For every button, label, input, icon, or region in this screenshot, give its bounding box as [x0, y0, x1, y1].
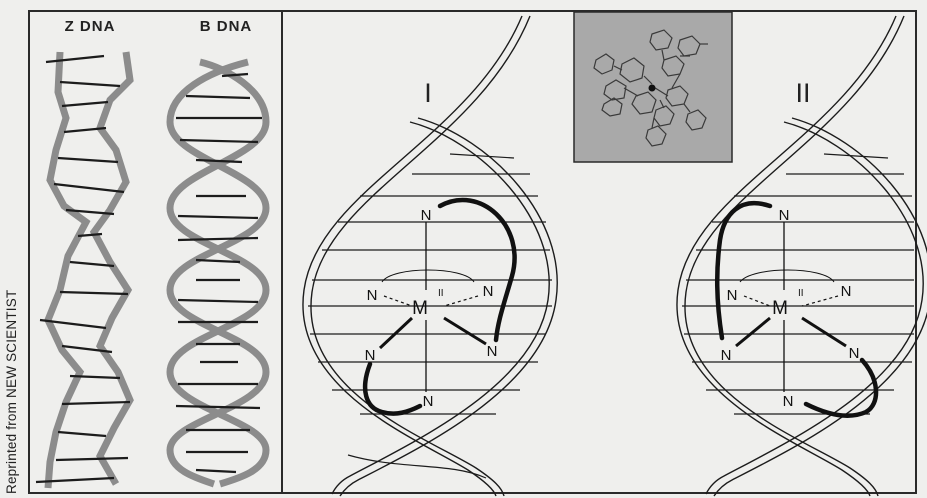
complex-ii-n-left: N: [727, 287, 738, 304]
complex-i-n-lower-right: N: [487, 343, 498, 360]
complex-i-n-top: N: [421, 207, 432, 224]
complex-i-n-bottom: N: [423, 393, 434, 410]
complex-ii-n-bottom: N: [783, 393, 794, 410]
complex-ii-n-lower-right: N: [849, 345, 860, 362]
complex-i-oxidation-state: II: [438, 288, 444, 299]
complex-ii-n-lower-left: N: [721, 347, 732, 364]
credit-text: Reprinted from NEW SCIENTIST: [4, 290, 19, 494]
complex-ii-n-right: N: [841, 283, 852, 300]
complex-i-metal: M: [412, 298, 428, 319]
complex-i-n-lower-left: N: [365, 347, 376, 364]
molecule-inset: [574, 12, 732, 162]
complex-i-n-left: N: [367, 287, 378, 304]
complex-ii-n-top: N: [779, 207, 790, 224]
complex-i-n-right: N: [483, 283, 494, 300]
metal-center-dot: [649, 85, 656, 92]
z-dna-label: Z DNA: [65, 18, 116, 35]
complex-i-label: I: [424, 78, 432, 108]
b-dna-label: B DNA: [200, 18, 253, 35]
complex-ii-oxidation-state: II: [798, 288, 804, 299]
complex-ii-label: II: [795, 78, 810, 108]
complex-ii-metal: M: [772, 298, 788, 319]
